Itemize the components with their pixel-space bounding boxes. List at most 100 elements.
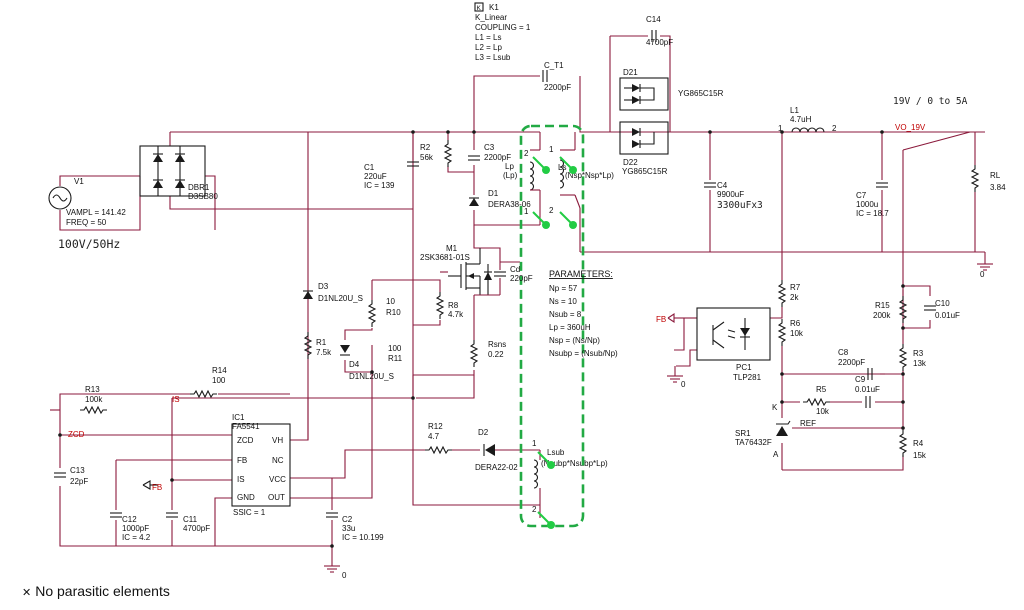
sr1-ref: REF: [800, 419, 816, 428]
c2-ic: IC = 10.199: [342, 533, 384, 542]
lsub-winding[interactable]: 1 2 Lsub (Nsubp*Nsubp*Lp): [532, 439, 608, 514]
r7-resistor[interactable]: R7 2k: [778, 279, 801, 308]
c2-capacitor[interactable]: C2 33u IC = 10.199: [325, 512, 384, 542]
c1-capacitor[interactable]: C1 220uF IC = 139: [364, 132, 420, 190]
sr1-shunt-regulator[interactable]: K A REF SR1 TA76432F: [735, 403, 816, 459]
fb-flag-right: FB: [656, 312, 684, 324]
rsns-resistor[interactable]: Rsns 0.22: [470, 339, 506, 368]
c10-capacitor[interactable]: C10 0.01uF: [923, 299, 960, 320]
rl-value: 3.84: [990, 183, 1006, 192]
r11-resistor[interactable]: 100 R11: [388, 344, 403, 363]
r13-value: 100k: [85, 395, 103, 404]
c8-name: C8: [838, 348, 849, 357]
v1-name: V1: [74, 177, 84, 186]
rsns-name: Rsns: [488, 340, 506, 349]
param-ns: Ns = 10: [549, 297, 577, 306]
r12-resistor[interactable]: R12 4.7: [424, 422, 453, 454]
c1-value: 220uF: [364, 172, 387, 181]
k1-coupling[interactable]: K K1 K_Linear COUPLING = 1 L1 = Ls L2 = …: [474, 2, 531, 62]
c1-ic: IC = 139: [364, 181, 395, 190]
c7-capacitor[interactable]: C7 1000u IC = 18.7: [856, 182, 889, 218]
r15-value: 200k: [873, 311, 891, 320]
ls-pin2: 2: [549, 206, 554, 215]
r14-resistor[interactable]: R14 100: [189, 366, 227, 398]
rl-resistor[interactable]: RL 3.84: [971, 164, 1006, 193]
r8-name: R8: [448, 301, 459, 310]
r10-name: R10: [386, 308, 401, 317]
r4-resistor[interactable]: R4 15k: [899, 429, 927, 460]
c13-capacitor[interactable]: C13 22pF: [53, 466, 88, 486]
ls-pin1: 1: [549, 145, 554, 154]
c8-value: 2200pF: [838, 358, 865, 367]
c8-capacitor[interactable]: C8 2200pF: [838, 348, 873, 381]
c11-capacitor[interactable]: C11 4700pF: [165, 512, 210, 533]
r5-resistor[interactable]: R5 10k: [802, 385, 831, 416]
v1-source[interactable]: V1 VAMPL = 141.42 FREQ = 50: [48, 177, 126, 227]
d3-diode[interactable]: D3 D1NL20U_S: [302, 282, 363, 303]
r8-resistor[interactable]: R8 4.7k: [436, 291, 464, 320]
d21-diode-pair[interactable]: D21 YG865C15R: [619, 68, 724, 111]
r2-resistor[interactable]: R2 56k: [420, 139, 452, 168]
m1-mosfet[interactable]: M1 2SK3681-01S: [420, 244, 492, 295]
d22-diode-pair[interactable]: D22 YG865C15R: [619, 121, 669, 176]
r1-resistor[interactable]: R1 7.5k: [304, 331, 332, 360]
ls-value: (Nsp*Nsp*Lp): [565, 171, 614, 180]
r10-value: 10: [386, 297, 395, 306]
d1-name: D1: [488, 189, 499, 198]
dbr1-bridge[interactable]: DBR1 D3SB80: [139, 145, 218, 201]
r4-name: R4: [913, 439, 924, 448]
lp-pin1: 2: [524, 149, 529, 158]
d2-model: DERA22-02: [475, 463, 518, 472]
c4-capacitor[interactable]: C4 9900uF 3300uFx3: [703, 181, 763, 211]
d21-name: D21: [623, 68, 638, 77]
d1-model: DERA38-06: [488, 200, 531, 209]
svg-text:K: K: [477, 5, 482, 12]
r12-name: R12: [428, 422, 443, 431]
ic1-model: FA5541: [232, 422, 260, 431]
r13-resistor[interactable]: R13 100k: [79, 385, 108, 414]
r1-name: R1: [316, 338, 327, 347]
pc1-optocoupler[interactable]: PC1 TLP281: [696, 307, 771, 382]
c-t1-name: C_T1: [544, 61, 564, 70]
l1-inductor[interactable]: L1 4.7uH 1 2: [778, 106, 837, 133]
d1-diode[interactable]: D1 DERA38-06: [468, 189, 531, 209]
c12-value: 1000pF: [122, 524, 149, 533]
r10-resistor[interactable]: 10 R10: [368, 297, 401, 328]
ls-winding[interactable]: 1 2 Ls (Nsp*Nsp*Lp): [549, 132, 614, 215]
r15-resistor[interactable]: R15 200k: [873, 295, 907, 324]
lp-value: (Lp): [503, 171, 518, 180]
rsns-value: 0.22: [488, 350, 504, 359]
dbr1-model: D3SB80: [188, 192, 218, 201]
c9-capacitor[interactable]: C9 0.01uF: [855, 375, 880, 409]
c3-capacitor[interactable]: C3 2200pF: [467, 143, 511, 162]
k1-l2: L2 = Lp: [475, 43, 502, 52]
d21-model: YG865C15R: [678, 89, 724, 98]
r3-resistor[interactable]: R3 13k: [899, 343, 927, 372]
d2-diode[interactable]: D2 DERA22-02: [475, 428, 518, 472]
d22-model: YG865C15R: [622, 167, 668, 176]
sr1-a: A: [773, 450, 779, 459]
c10-value: 0.01uF: [935, 311, 960, 320]
ic1-controller[interactable]: IC1 FA5541 ZCD VH FB NC IS VCC GND OUT S…: [231, 413, 291, 517]
junction-dots: [58, 130, 905, 548]
fb-net-label-left: FB: [152, 483, 162, 492]
d4-model: D1NL20U_S: [349, 372, 394, 381]
c14-capacitor[interactable]: C14 4700pF: [646, 15, 673, 47]
lsub-pin2: 2: [532, 505, 537, 514]
cd-capacitor[interactable]: Cd 220pF: [474, 262, 533, 296]
c4-note: 3300uFx3: [717, 200, 763, 211]
pc1-name: PC1: [736, 363, 752, 372]
input-spec: 100V/50Hz: [58, 237, 120, 251]
ic1-pin-fb: FB: [237, 456, 247, 465]
transformer-highlight-box: [519, 124, 585, 528]
r4-value: 15k: [913, 451, 927, 460]
m1-model: 2SK3681-01S: [420, 253, 470, 262]
r6-resistor[interactable]: R6 10k: [778, 318, 804, 347]
lp-name: Lp: [505, 162, 514, 171]
d4-diode[interactable]: D4 D1NL20U_S: [340, 345, 394, 381]
c12-capacitor[interactable]: C12 1000pF IC = 4.2: [109, 512, 151, 542]
param-lp: Lp = 360uH: [549, 323, 591, 332]
c9-name: C9: [855, 375, 866, 384]
c-t1-capacitor[interactable]: C_T1 2200pF: [542, 61, 571, 92]
